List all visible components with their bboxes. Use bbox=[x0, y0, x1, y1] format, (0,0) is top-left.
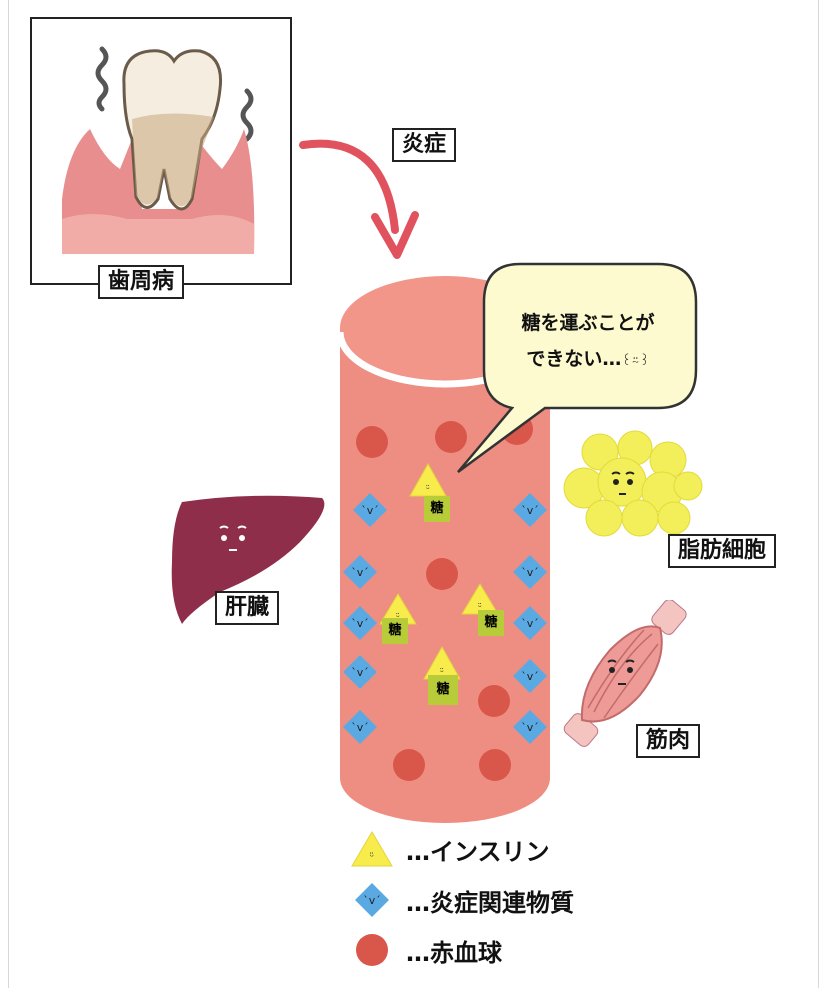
periodontal-disease-label: 歯周病 bbox=[98, 265, 185, 299]
inflammatory-substance: ˋvˊ bbox=[343, 710, 377, 744]
speech-bubble-line2: できない… bbox=[526, 348, 622, 370]
svg-text:ᵕ̈: ᵕ̈ bbox=[370, 852, 374, 863]
sugar-block: 糖 bbox=[424, 496, 450, 522]
speech-bubble bbox=[457, 262, 698, 474]
svg-text:ˋvˊ: ˋvˊ bbox=[363, 894, 381, 907]
inflammatory-substance: ˋvˊ bbox=[343, 606, 377, 640]
fat-cells-icon bbox=[563, 430, 703, 537]
liver-icon bbox=[171, 495, 325, 624]
fat-cells-label: 脂肪細胞 bbox=[668, 534, 777, 568]
red-blood-cell bbox=[478, 685, 510, 717]
svg-text:ᵕ̈: ᵕ̈ bbox=[426, 485, 430, 495]
inflammatory-substance: ˋvˊ bbox=[513, 493, 547, 527]
page-frame-right bbox=[818, 0, 819, 988]
insulin-with-sugar: ᵕ̈ 糖 bbox=[376, 592, 426, 652]
speech-bubble-line2-row: できない…꒰⍨꒱ bbox=[488, 341, 688, 380]
inflammatory-substance-icon: ˋvˊ bbox=[355, 883, 389, 917]
inflammatory-substance: ˋvˊ bbox=[353, 493, 387, 527]
sugar-block: 糖 bbox=[428, 675, 458, 705]
red-blood-cell-icon bbox=[356, 934, 388, 966]
inflammation-label: 炎症 bbox=[392, 128, 457, 162]
svg-text:ˋvˊ: ˋvˊ bbox=[521, 670, 539, 683]
svg-text:ᵕ̈: ᵕ̈ bbox=[440, 668, 444, 678]
inflammatory-substance: ˋvˊ bbox=[343, 555, 377, 589]
legend-label-inflammatory: …炎症関連物質 bbox=[406, 888, 574, 917]
insulin-with-sugar: ᵕ̈ 糖 bbox=[420, 645, 470, 707]
svg-text:ˋvˊ: ˋvˊ bbox=[361, 504, 379, 517]
inflammatory-substance: ˋvˊ bbox=[513, 710, 547, 744]
inflammatory-substance: ˋvˊ bbox=[513, 555, 547, 589]
red-blood-cell bbox=[479, 749, 511, 781]
curved-arrow-icon bbox=[299, 139, 419, 259]
muscle-icon bbox=[563, 600, 687, 747]
red-blood-cell bbox=[435, 421, 467, 453]
sugar-block: 糖 bbox=[382, 618, 408, 644]
red-blood-cell bbox=[393, 749, 425, 781]
svg-text:ˋvˊ: ˋvˊ bbox=[351, 617, 369, 630]
speech-bubble-text: 糖を運ぶことが できない…꒰⍨꒱ bbox=[488, 305, 688, 380]
liver-label: 肝臓 bbox=[215, 591, 280, 625]
legend-item-red-blood-cell: …赤血球 bbox=[350, 932, 502, 968]
inflammatory-substance: ˋvˊ bbox=[343, 655, 377, 689]
page-frame-left bbox=[8, 0, 9, 988]
inflammatory-substance: ˋvˊ bbox=[513, 606, 547, 640]
periodontal-disease-illustration bbox=[30, 17, 292, 285]
legend-item-insulin: ᵕ̈ …インスリン bbox=[350, 830, 550, 868]
red-blood-cell bbox=[356, 426, 388, 458]
svg-text:ˋvˊ: ˋvˊ bbox=[351, 666, 369, 679]
speech-bubble-emoticon: ꒰⍨꒱ bbox=[621, 354, 650, 369]
insulin-icon: ᵕ̈ bbox=[351, 831, 393, 867]
legend-label-red-blood-cell: …赤血球 bbox=[406, 938, 502, 967]
muscle-label: 筋肉 bbox=[636, 724, 701, 758]
svg-text:ˋvˊ: ˋvˊ bbox=[351, 566, 369, 579]
legend-label-insulin: …インスリン bbox=[406, 837, 550, 866]
svg-text:ˋvˊ: ˋvˊ bbox=[521, 504, 539, 517]
insulin-with-sugar: ᵕ̈ 糖 bbox=[408, 462, 458, 522]
tooth-icon bbox=[62, 46, 255, 254]
svg-text:ˋvˊ: ˋvˊ bbox=[521, 617, 539, 630]
svg-text:ˋvˊ: ˋvˊ bbox=[521, 566, 539, 579]
inflammatory-substance: ˋvˊ bbox=[513, 659, 547, 693]
sugar-block: 糖 bbox=[478, 610, 504, 636]
svg-text:ˋvˊ: ˋvˊ bbox=[521, 721, 539, 734]
red-blood-cell bbox=[426, 558, 458, 590]
legend-item-inflammatory: ˋvˊ …炎症関連物質 bbox=[350, 880, 574, 920]
svg-text:ᵕ̈: ᵕ̈ bbox=[478, 603, 482, 613]
speech-bubble-line1: 糖を運ぶことが bbox=[521, 312, 655, 334]
svg-text:ˋvˊ: ˋvˊ bbox=[351, 721, 369, 734]
insulin-with-sugar: ᵕ̈ 糖 bbox=[460, 582, 510, 642]
